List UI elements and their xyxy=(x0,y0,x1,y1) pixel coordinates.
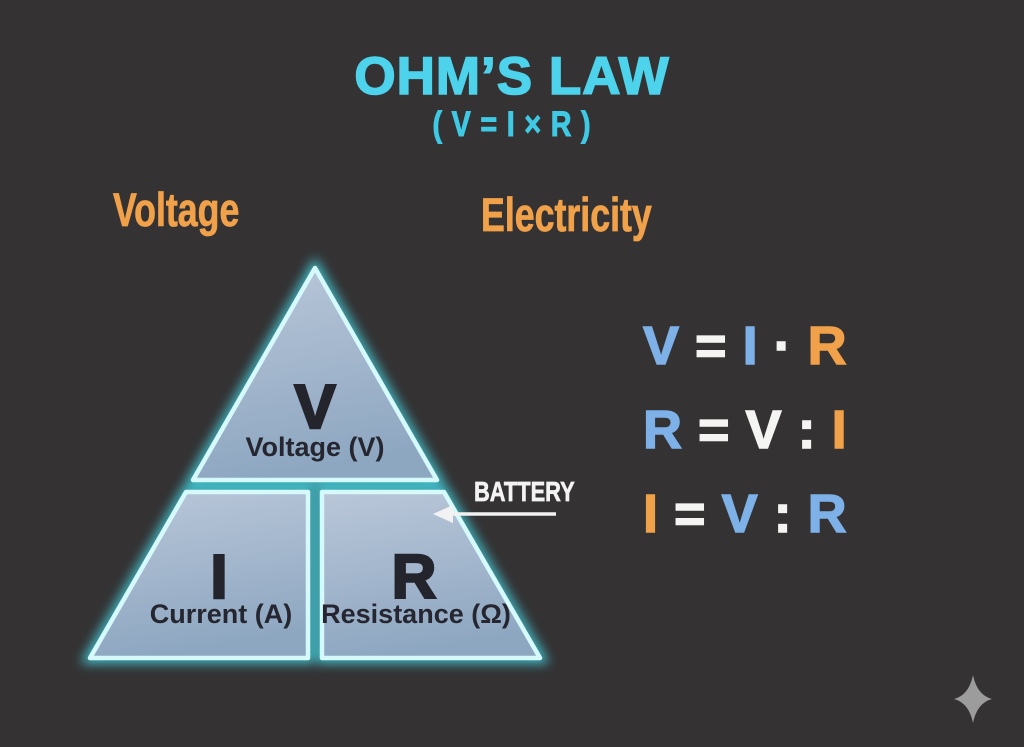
formula-list: V = I · R R = V : I I = V : R xyxy=(642,316,847,571)
formula-token: R xyxy=(642,400,682,460)
formula-token: : xyxy=(797,400,816,460)
triangle-section-voltage xyxy=(190,265,440,483)
label-electricity: Electricity xyxy=(481,188,652,242)
triangle-section-current xyxy=(87,489,311,661)
formula-token: = xyxy=(673,484,706,544)
triangle-letter-i: I xyxy=(210,543,227,612)
triangle-caption-resistance: Resistance (Ω) xyxy=(321,599,511,629)
formula-token: R xyxy=(807,484,847,544)
formula-token: V xyxy=(745,400,782,460)
triangle-letter-r: R xyxy=(392,543,437,612)
formula-token: V xyxy=(721,484,758,544)
formula-row-v-equals-ir: V = I · R xyxy=(642,316,847,403)
sparkle-icon xyxy=(954,675,992,723)
formula-token: I xyxy=(742,316,758,376)
battery-label: BATTERY xyxy=(474,476,575,508)
formula-token: I xyxy=(831,400,847,460)
formula-row-r-equals-v-over-i: R = V : I xyxy=(642,400,847,487)
formula-token: = xyxy=(694,316,727,376)
formula-token: V xyxy=(642,316,680,376)
triangle-caption-current: Current (A) xyxy=(150,599,293,629)
formula-token: : xyxy=(773,484,792,544)
formula-row-i-equals-v-over-r: I = V : R xyxy=(642,484,847,571)
triangle-section-resistance xyxy=(319,489,543,661)
formula-token: = xyxy=(697,400,730,460)
subtitle-container: ( V = I × R ) xyxy=(0,105,1024,145)
triangle-letter-v: V xyxy=(294,373,335,442)
battery-arrow xyxy=(433,505,556,523)
triangle-caption-voltage: Voltage (V) xyxy=(245,432,384,462)
label-voltage: Voltage xyxy=(113,183,240,237)
formula-token: I xyxy=(642,484,659,544)
formula-token: · xyxy=(773,316,792,376)
formula-subtitle: ( V = I × R ) xyxy=(432,105,592,145)
page-title: OHM’S LAW xyxy=(354,46,670,107)
formula-token: R xyxy=(807,316,847,376)
